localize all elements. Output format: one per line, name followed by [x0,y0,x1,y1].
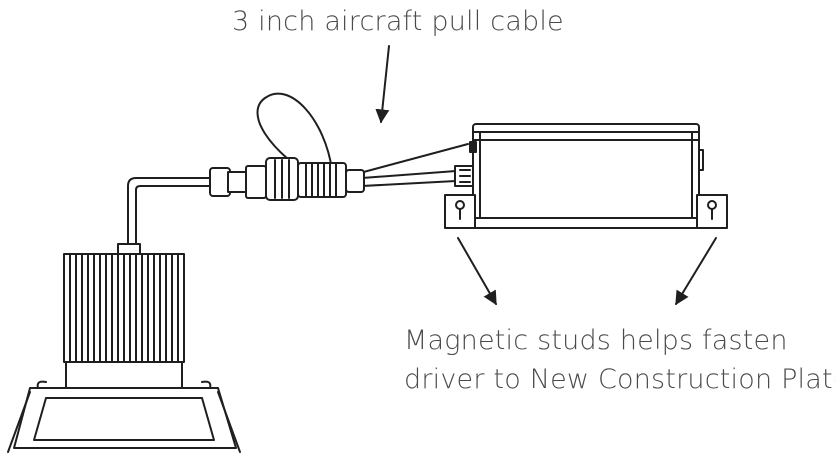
mounting-tab-right [696,194,728,229]
heat-sink [63,243,185,363]
cable-label: 3 inch aircraft pull cable [232,6,564,37]
quick-connector [209,157,365,201]
power-wire [127,170,457,247]
magnet-arrow-left [457,237,497,306]
mounting-tab-left [444,194,476,229]
led-driver-box [454,123,704,229]
magnet-label-line1: Magnetic studs helps fasten [404,325,788,356]
magnet-label-line2: driver to New Construction Plate [404,364,835,395]
recessed-trim [7,361,241,453]
cable-arrow [375,45,390,124]
magnet-arrow-right [675,237,717,306]
